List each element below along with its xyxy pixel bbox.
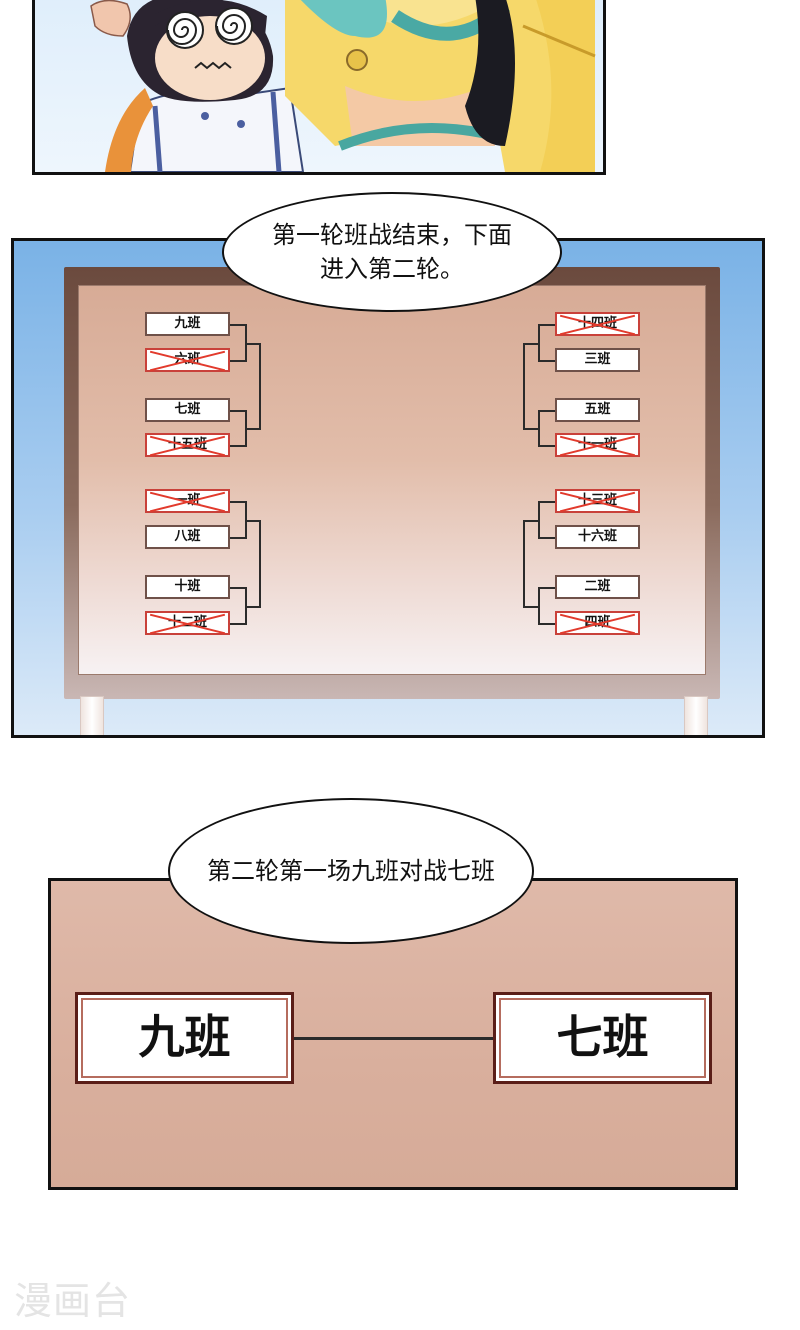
speech-bubble-1: 第一轮班战结束，下面进入第二轮。	[222, 192, 562, 312]
team-label: 十六班	[577, 529, 617, 544]
bracket-line	[538, 410, 540, 447]
bracket-line	[539, 501, 555, 503]
matchup-team-right: 七班	[493, 992, 712, 1084]
bracket-line	[230, 537, 246, 539]
team-label: 十一班	[577, 437, 617, 452]
team-label: 九班	[174, 316, 201, 331]
bracket-line	[539, 445, 555, 447]
bracket-line	[230, 501, 246, 503]
team-label: 十二班	[167, 615, 207, 630]
matchup-connector	[294, 1037, 493, 1040]
left-team-3: 七班	[145, 398, 230, 422]
top-comic-panel	[32, 0, 606, 175]
team-label: 八班	[174, 529, 201, 544]
bracket-line	[259, 520, 261, 608]
team-label: 十三班	[577, 493, 617, 508]
team-label: 十五班	[167, 437, 207, 452]
bracket-line	[523, 343, 525, 430]
left-team-6: 八班	[145, 525, 230, 549]
bracket-line	[538, 501, 540, 539]
right-team-1: 十四班	[555, 312, 640, 336]
right-team-2: 三班	[555, 348, 640, 372]
bracket-line	[524, 606, 539, 608]
team-label: 七班	[556, 1010, 649, 1064]
watermark: 漫画台	[14, 1279, 132, 1323]
bracket-line	[230, 360, 246, 362]
bracket-line	[230, 410, 246, 412]
team-label: 七班	[174, 402, 201, 417]
team-label: 四班	[584, 615, 611, 630]
bracket-line	[539, 623, 555, 625]
left-team-2: 六班	[145, 348, 230, 372]
bracket-line	[524, 428, 539, 430]
right-team-7: 二班	[555, 575, 640, 599]
bracket-line	[539, 537, 555, 539]
speech-text: 第二轮第一场九班对战七班	[207, 857, 495, 885]
board-post-left	[80, 696, 104, 735]
bracket-line	[230, 587, 246, 589]
team-label: 十四班	[577, 316, 617, 331]
left-team-5: 一班	[145, 489, 230, 513]
speech-text: 第一轮班战结束，下面进入第二轮。	[272, 221, 512, 283]
left-team-1: 九班	[145, 312, 230, 336]
characters-illustration	[90, 0, 596, 172]
board-post-right	[684, 696, 708, 735]
bracket-line	[539, 587, 555, 589]
bracket-line	[524, 343, 539, 345]
right-team-6: 十六班	[555, 525, 640, 549]
bracket-line	[539, 360, 555, 362]
bracket-line	[538, 587, 540, 625]
bracket-board-panel: 九班 六班 七班 十五班 一班 八班 十班 十二班 十四班 三班 五班 十一班 …	[11, 238, 765, 738]
right-team-5: 十三班	[555, 489, 640, 513]
left-team-8: 十二班	[145, 611, 230, 635]
left-team-7: 十班	[145, 575, 230, 599]
bracket-line	[230, 445, 246, 447]
team-label: 二班	[584, 579, 611, 594]
right-team-3: 五班	[555, 398, 640, 422]
right-team-8: 四班	[555, 611, 640, 635]
bracket-line	[246, 606, 260, 608]
left-team-4: 十五班	[145, 433, 230, 457]
matchup-team-left: 九班	[75, 992, 294, 1084]
team-label: 三班	[584, 352, 611, 367]
bracket-line	[523, 520, 525, 608]
bracket-line	[538, 324, 540, 362]
bracket-line	[230, 324, 246, 326]
tournament-board: 九班 六班 七班 十五班 一班 八班 十班 十二班 十四班 三班 五班 十一班 …	[78, 285, 706, 675]
speech-bubble-2: 第二轮第一场九班对战七班	[168, 798, 534, 944]
team-label: 五班	[584, 402, 611, 417]
bracket-line	[259, 343, 261, 430]
team-label: 九班	[138, 1010, 231, 1064]
bracket-line	[246, 520, 260, 522]
bracket-line	[246, 343, 260, 345]
bracket-line	[246, 428, 260, 430]
team-label: 十班	[174, 579, 201, 594]
team-label: 六班	[174, 352, 201, 367]
bracket-line	[230, 623, 246, 625]
right-team-4: 十一班	[555, 433, 640, 457]
bracket-line	[524, 520, 539, 522]
bracket-line	[539, 324, 555, 326]
team-label: 一班	[174, 493, 201, 508]
bracket-line	[539, 410, 555, 412]
